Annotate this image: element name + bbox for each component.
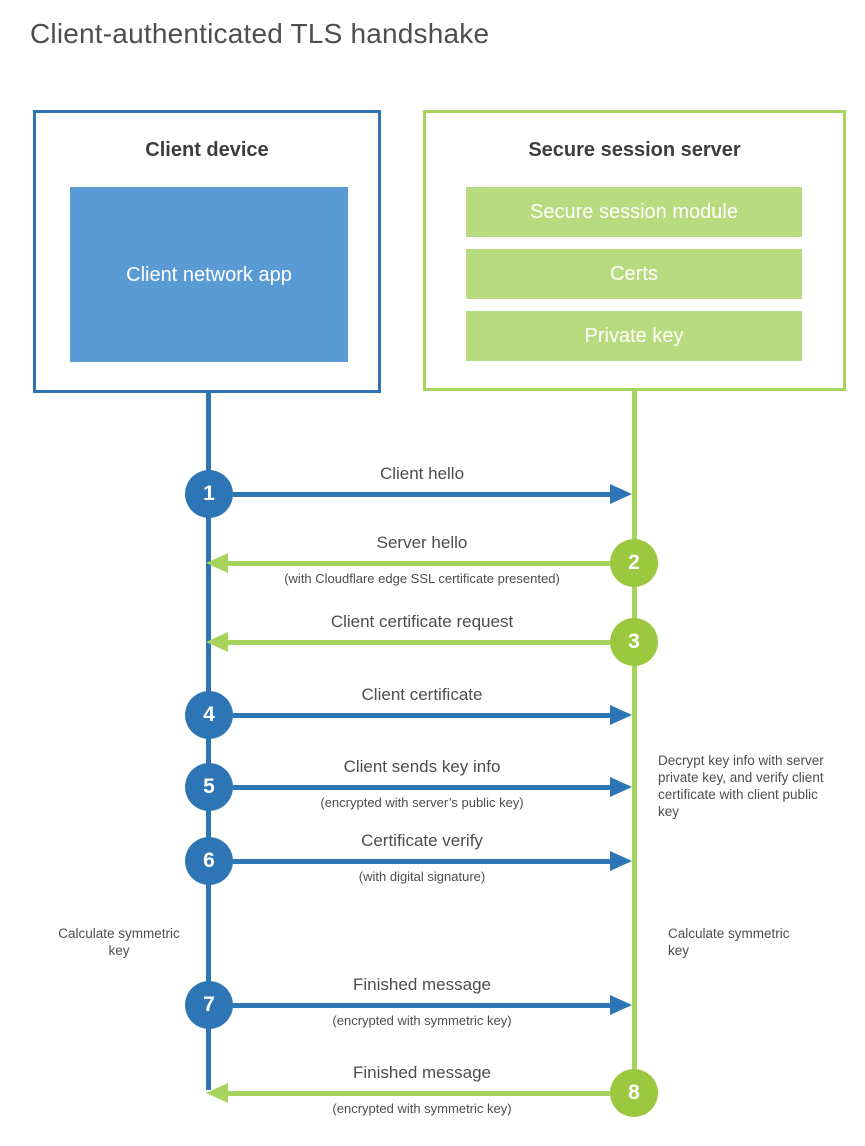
client-network-app-box: Client network app: [70, 187, 348, 362]
step-arrowhead-1: [610, 484, 632, 504]
step-arrowhead-8: [206, 1083, 228, 1103]
step-circle-7: 7: [185, 981, 233, 1029]
step-circle-5: 5: [185, 763, 233, 811]
step-label-5: Client sends key info: [343, 757, 501, 776]
step-sublabel-2: (with Cloudflare edge SSL certificate pr…: [284, 571, 560, 586]
step-arrow-line-6: [233, 858, 610, 864]
step-arrow-line-3: [228, 639, 610, 645]
client-lifeline: [206, 392, 211, 1090]
step-arrow-line-8: [228, 1090, 610, 1096]
step-arrow-line-1: [233, 491, 610, 497]
step-circle-1: 1: [185, 470, 233, 518]
note-calculate-symmetric-key-client: Calculate symmetric key: [58, 926, 180, 958]
step-label-4: Client certificate: [361, 685, 483, 704]
module-certs: Certs: [466, 249, 802, 299]
module-secure-session: Secure session module: [466, 187, 802, 237]
step-circle-8: 8: [610, 1069, 658, 1117]
server-box-title: Secure session server: [528, 139, 741, 161]
step-arrowhead-4: [610, 705, 632, 725]
step-circle-6: 6: [185, 837, 233, 885]
step-arrowhead-7: [610, 995, 632, 1015]
step-arrowhead-6: [610, 851, 632, 871]
note-calculate-symmetric-key-server: Calculate symmetric key: [668, 926, 790, 958]
step-sublabel-8: (encrypted with symmetric key): [332, 1101, 512, 1116]
step-arrow-line-4: [233, 712, 610, 718]
server-modules: Secure session module Certs Private key: [466, 187, 802, 361]
step-label-7: Finished message: [353, 975, 491, 994]
client-device-box: Client device Client network app: [33, 110, 381, 393]
step-circle-2: 2: [610, 539, 658, 587]
step-sublabel-5: (encrypted with server’s public key): [320, 795, 524, 810]
server-lifeline: [632, 390, 637, 1100]
step-arrow-line-2: [228, 560, 610, 566]
step-arrow-line-7: [233, 1002, 610, 1008]
step-arrow-line-5: [233, 784, 610, 790]
step-label-1: Client hello: [379, 464, 465, 483]
step-label-3: Client certificate request: [330, 612, 514, 631]
note-decrypt-key-info: Decrypt key info with server private key…: [658, 753, 824, 819]
step-arrowhead-3: [206, 632, 228, 652]
step-label-8: Finished message: [353, 1063, 491, 1082]
step-circle-3: 3: [610, 618, 658, 666]
client-device-title: Client device: [145, 139, 269, 161]
step-sublabel-7: (encrypted with symmetric key): [332, 1013, 512, 1028]
step-label-6: Certificate verify: [361, 831, 483, 850]
page-title: Client-authenticated TLS handshake: [30, 18, 490, 49]
step-circle-4: 4: [185, 691, 233, 739]
step-label-2: Server hello: [376, 533, 468, 552]
step-arrowhead-5: [610, 777, 632, 797]
step-sublabel-6: (with digital signature): [358, 869, 486, 884]
secure-session-server-box: Secure session server Secure session mod…: [423, 110, 846, 391]
step-arrowhead-2: [206, 553, 228, 573]
module-private-key: Private key: [466, 311, 802, 361]
